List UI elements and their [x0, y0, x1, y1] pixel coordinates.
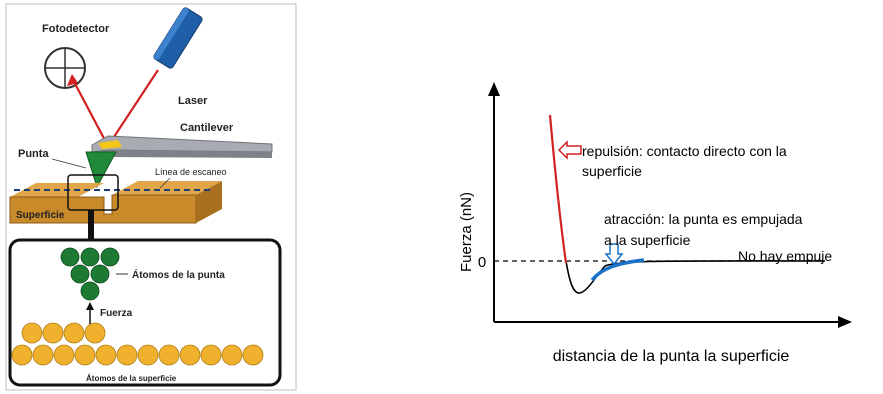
attraction-segment [590, 258, 645, 282]
surface-label: Superficie [16, 210, 65, 221]
laser-icon [153, 7, 203, 69]
laser-beam-reflected [71, 77, 109, 147]
cantilever-label: Cantilever [180, 122, 234, 134]
surface-block [9, 194, 197, 224]
tip [85, 151, 117, 189]
surface-atoms [11, 322, 264, 366]
attraction-text-line2: a la superficie [604, 232, 691, 248]
tip-label: Punta [18, 148, 49, 160]
force-label: Fuerza [100, 308, 133, 319]
repulsion-arrow-icon [557, 140, 582, 160]
surface-atoms-label: Átomos de la superficie [86, 374, 177, 383]
laser-beam-incident [107, 69, 159, 147]
x-axis-label: distancia de la punta la superficie [553, 348, 790, 365]
repulsion-segment [548, 114, 568, 264]
afm-schematic: Fotodetector Laser Cantilever Punta Líne… [5, 3, 297, 391]
scan-line-label: Línea de escaneo [155, 167, 227, 177]
force-curve-line [565, 260, 826, 294]
attraction-text-line1: atracción: la punta es empujada [604, 211, 803, 227]
zero-label: 0 [478, 254, 486, 271]
afm-frame [5, 3, 297, 391]
photodetector-label: Fotodetector [42, 23, 110, 35]
y-axis-label: Fuerza (nN) [458, 192, 475, 272]
repulsion-text-line1: repulsión: contacto directo con la [582, 143, 787, 159]
repulsion-text-line2: superficie [582, 163, 642, 179]
force-distance-curve: 0 Fuerza (nN) distancia de la punta la s… [458, 82, 852, 365]
tip-atoms-label: Átomos de la punta [132, 268, 225, 281]
attraction-arrow-icon [604, 243, 624, 266]
no-push-label: No hay empuje [738, 248, 832, 264]
laser-label: Laser [178, 95, 208, 107]
tip-atoms [60, 247, 120, 301]
